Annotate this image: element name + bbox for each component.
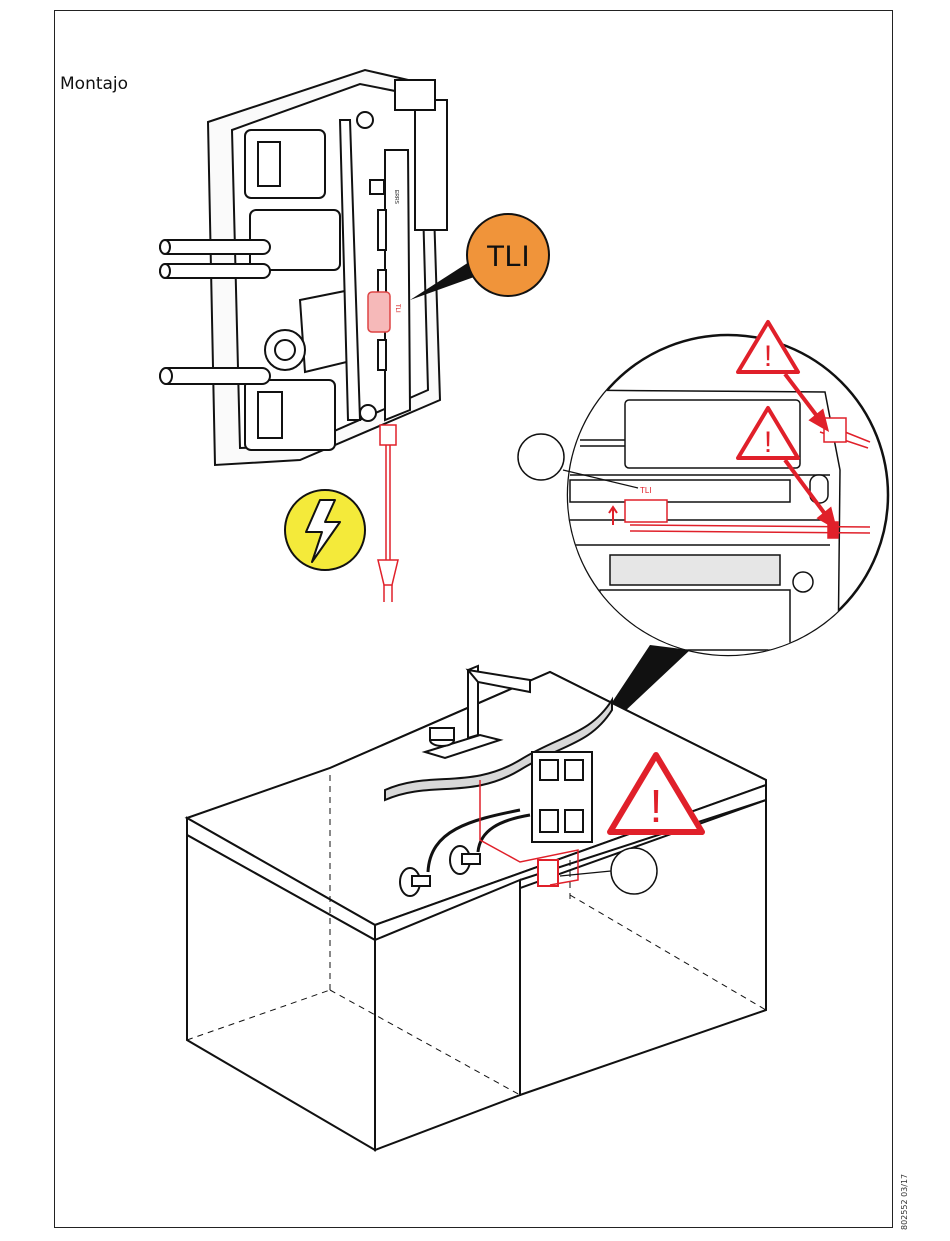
reference-circle (518, 434, 564, 480)
lightning-bolt-icon (285, 490, 365, 570)
svg-text:!: ! (764, 426, 772, 459)
board-tli-label: TLI (394, 304, 400, 313)
board-label: ERRS (393, 190, 399, 205)
device-unit (160, 70, 447, 465)
power-cable (378, 425, 398, 602)
cabinet-scene (187, 666, 766, 1150)
zoom-detail: TLI (518, 335, 888, 660)
svg-text:!: ! (650, 780, 663, 832)
tli-badge-label: TLI (486, 240, 529, 273)
tli-badge-icon: TLI (467, 214, 549, 296)
svg-text:!: ! (764, 340, 772, 373)
zoom-tli-label: TLI (640, 486, 652, 495)
reference-circle (611, 848, 657, 894)
tli-connector-highlight (368, 292, 390, 332)
